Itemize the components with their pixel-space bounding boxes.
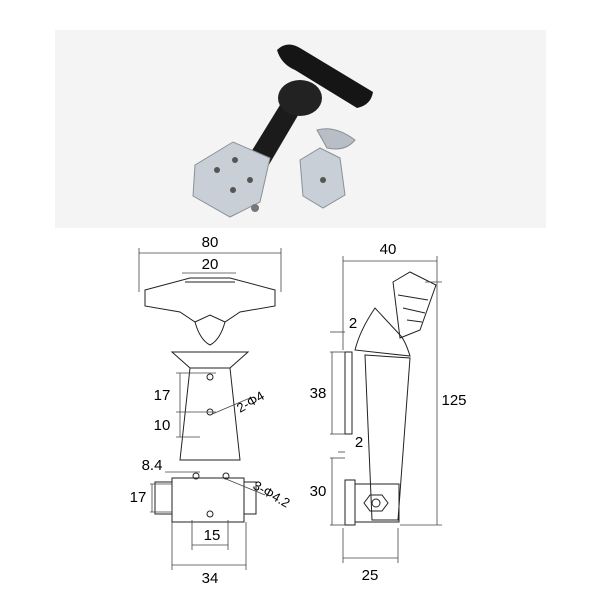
dim-base-depth: 25 [362, 567, 379, 584]
dim-offset: 8.4 [142, 457, 163, 474]
dim-base-width: 34 [202, 570, 219, 587]
latch-photo-illustration [192, 44, 373, 218]
dim-overall-width: 80 [202, 234, 219, 251]
dim-hole-spacing-lower: 10 [154, 417, 171, 434]
product-photo [55, 30, 546, 228]
dim-thickness-top: 2 [349, 315, 357, 332]
dim-thickness-bottom: 2 [355, 434, 363, 451]
dim-overall-depth: 40 [380, 241, 397, 258]
rubber-knob [278, 80, 322, 116]
t-handle [277, 44, 373, 108]
dim-upper-height: 38 [310, 385, 327, 402]
dim-base-height: 17 [130, 489, 147, 506]
dim-base-height-side: 30 [310, 483, 327, 500]
dim-hole-spacing-upper: 17 [154, 387, 171, 404]
dim-overall-height: 125 [441, 392, 466, 409]
dim-upper-holes: 2-Φ4 [234, 388, 267, 416]
metal-base [192, 141, 271, 218]
dim-handle-width: 20 [202, 256, 219, 273]
dim-base-hole-spacing: 15 [204, 527, 221, 544]
dim-lower-holes: 3-Φ4.2 [251, 478, 293, 511]
